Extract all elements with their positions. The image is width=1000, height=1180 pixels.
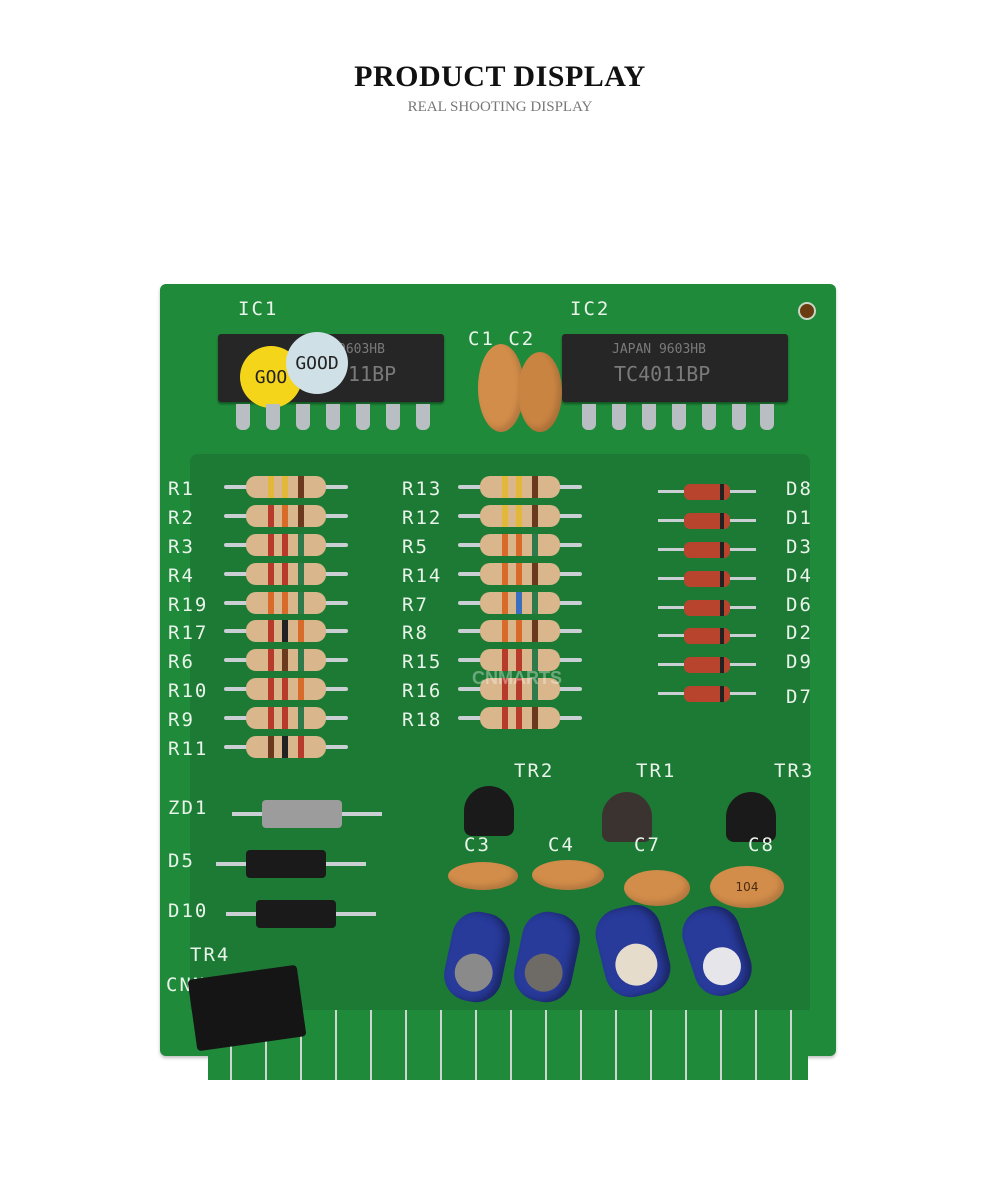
label-d2: D2 (786, 622, 813, 644)
label-r16: R16 (402, 680, 443, 702)
watermark: CNMARTS (472, 668, 562, 688)
label-ic2: IC2 (570, 298, 611, 320)
label-d8: D8 (786, 478, 813, 500)
capacitor-c2 (518, 352, 562, 432)
label-d4: D4 (786, 565, 813, 587)
capacitor-c1 (478, 344, 524, 432)
label-ic1: IC1 (238, 298, 279, 320)
capacitor-c8: 104 (710, 866, 784, 908)
ic2-marking-2: TC4011BP (614, 362, 711, 386)
label-r7: R7 (402, 594, 429, 616)
ic1-marking-2: 11BP (348, 362, 397, 386)
transistor-tr1 (602, 792, 652, 842)
ic2-chip: JAPAN 9603HB TC4011BP (562, 334, 788, 402)
diode-d5 (216, 850, 366, 878)
label-tr2: TR2 (514, 760, 555, 782)
label-d9: D9 (786, 651, 813, 673)
transistor-tr3 (726, 792, 776, 842)
diode-d10 (226, 900, 376, 928)
label-r9: R9 (168, 709, 195, 731)
label-r14: R14 (402, 565, 443, 587)
label-tr1: TR1 (636, 760, 677, 782)
label-c3: C3 (464, 834, 491, 856)
label-r3: R3 (168, 536, 195, 558)
label-c1-c2: C1 C2 (468, 328, 536, 350)
capacitor-c4 (532, 860, 604, 890)
label-r5: R5 (402, 536, 429, 558)
label-d7: D7 (786, 686, 813, 708)
label-r13: R13 (402, 478, 443, 500)
label-r8: R8 (402, 622, 429, 644)
label-d5: D5 (168, 850, 195, 872)
label-d6: D6 (786, 594, 813, 616)
label-r19: R19 (168, 594, 209, 616)
label-r12: R12 (402, 507, 443, 529)
label-d3: D3 (786, 536, 813, 558)
label-tr4: TR4 (190, 944, 231, 966)
transistor-tr2 (464, 786, 514, 836)
label-c7: C7 (634, 834, 661, 856)
ic2-marking-1: JAPAN 9603HB (612, 342, 706, 357)
edge-connector-fingers (208, 1010, 808, 1080)
label-r4: R4 (168, 565, 195, 587)
label-r17: R17 (168, 622, 209, 644)
zener-diode-zd1 (232, 800, 382, 828)
label-r1: R1 (168, 478, 195, 500)
label-tr3: TR3 (774, 760, 815, 782)
good-sticker-blue: GOOD (286, 332, 348, 394)
page-subtitle: REAL SHOOTING DISPLAY (407, 99, 593, 115)
label-zd1: ZD1 (168, 797, 209, 819)
label-c4: C4 (548, 834, 575, 856)
label-r11: R11 (168, 738, 209, 760)
label-d1: D1 (786, 507, 813, 529)
capacitor-c7 (624, 870, 690, 906)
label-r10: R10 (168, 680, 209, 702)
label-d10: D10 (168, 900, 209, 922)
label-r2: R2 (168, 507, 195, 529)
label-c8: C8 (748, 834, 775, 856)
capacitor-c3 (448, 862, 518, 890)
label-r6: R6 (168, 651, 195, 673)
regulator-tr4 (187, 964, 307, 1052)
ic1-marking-1: 9603HB (338, 342, 385, 357)
label-r15: R15 (402, 651, 443, 673)
label-r18: R18 (402, 709, 443, 731)
mounting-hole (798, 302, 816, 320)
page-title: PRODUCT DISPLAY (354, 60, 646, 93)
